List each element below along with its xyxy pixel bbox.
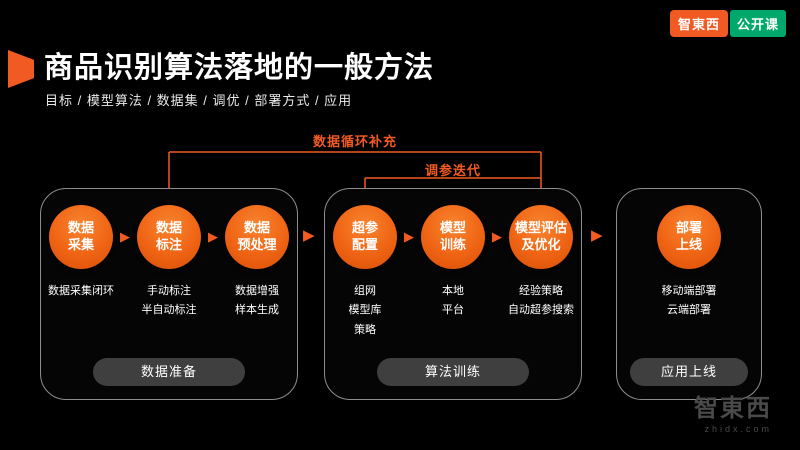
step-notes: 手动标注 半自动标注 [141,285,197,317]
arrow-right-icon: ▶ [591,227,603,244]
brand-logo-text: 智東西 [669,10,728,37]
group-data-preparation: 数据 采集 数据采集闭环 ▶ 数据 标注 手动标注 半自动标注 ▶ [40,188,298,400]
step-circle: 模型评估 及优化 [509,205,573,269]
arrow-right-icon: ▶ [120,229,130,244]
page-title: 商品识别算法落地的一般方法 [44,52,435,84]
page-subtitle: 目标 / 模型算法 / 数据集 / 调优 / 部署方式 / 应用 [45,93,353,108]
arrow-right-icon: ▶ [208,229,218,244]
tuning-loop-label: 调参迭代 [424,163,481,178]
step-notes: 数据采集闭环 [48,285,114,297]
arrow-right-icon: ▶ [404,229,414,244]
step-circle: 模型 训练 [421,205,485,269]
watermark-logo: 智東西 [694,395,772,422]
step-circle: 数据 标注 [137,205,201,269]
title-accent-shape [8,50,34,88]
arrow-right-icon: ▶ [492,229,502,244]
step-notes: 本地 平台 [442,285,464,317]
step-model-evaluation: 模型评估 及优化 经验策略 自动超参搜索 [502,205,580,321]
step-circle: 数据 采集 [49,205,113,269]
arrow-right-icon: ▶ [303,227,315,244]
group-algorithm-training: 超参 配置 组网 模型库 策略 ▶ 模型 训练 本地 平台 [324,188,582,400]
group-application-launch: 部署 上线 移动端部署 云端部署 应用上线 [616,188,762,400]
step-data-labeling: 数据 标注 手动标注 半自动标注 [130,205,208,321]
brand-badge: 公开课 [729,10,786,37]
step-hyperparam-config: 超参 配置 组网 模型库 策略 [326,205,404,340]
step-deployment: 部署 上线 移动端部署 云端部署 [650,205,728,321]
group-label-pill: 算法训练 [377,358,529,386]
step-notes: 组网 模型库 策略 [348,285,382,336]
data-loop-label: 数据循环补充 [312,134,397,149]
step-circle: 超参 配置 [333,205,397,269]
group-label-pill: 应用上线 [630,358,748,386]
watermark: 智東西 zhidx.com [694,395,772,435]
brand-logo: 智東西 公开课 [669,10,786,37]
step-model-training: 模型 训练 本地 平台 [414,205,492,321]
step-notes: 经验策略 自动超参搜索 [508,285,574,317]
watermark-domain: zhidx.com [704,424,772,434]
step-circle: 部署 上线 [657,205,721,269]
group-label-pill: 数据准备 [93,358,245,386]
step-notes: 移动端部署 云端部署 [661,285,717,317]
step-notes: 数据增强 样本生成 [235,285,279,317]
step-data-preprocessing: 数据 预处理 数据增强 样本生成 [218,205,296,321]
step-circle: 数据 预处理 [225,205,289,269]
step-data-collection: 数据 采集 数据采集闭环 [42,205,120,301]
